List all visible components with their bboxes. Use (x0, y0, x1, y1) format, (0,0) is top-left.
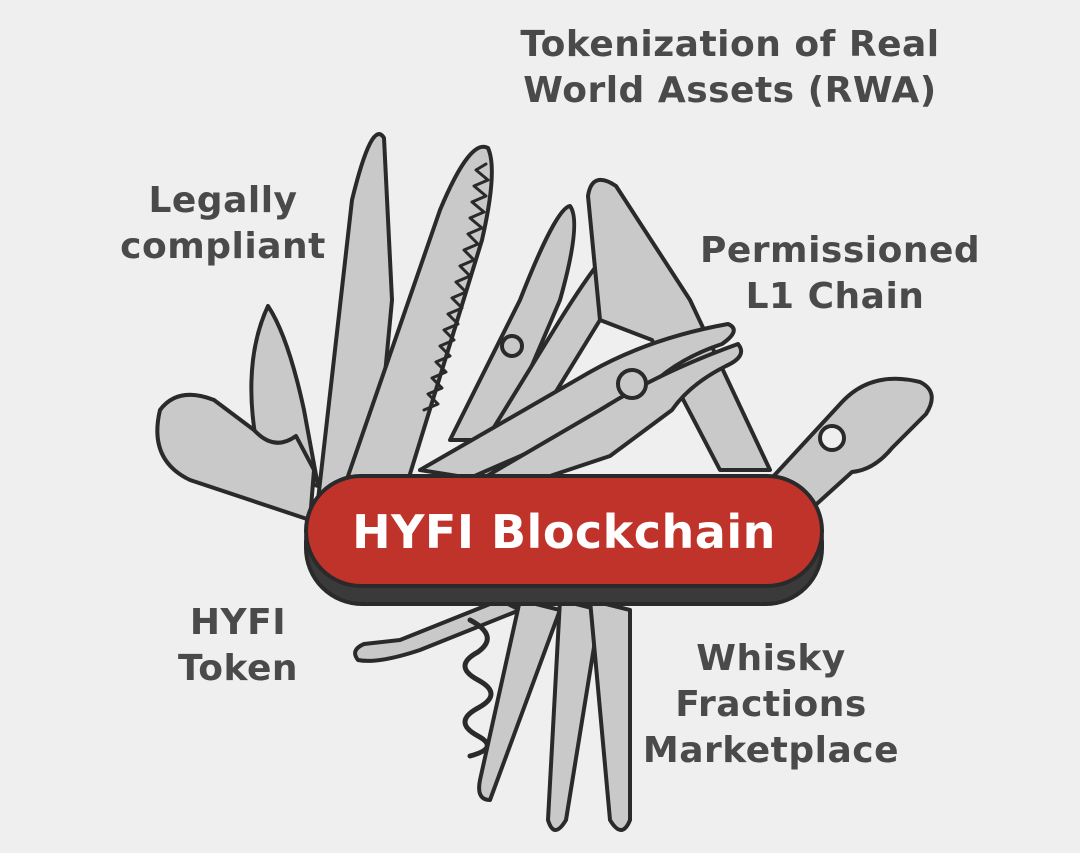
left-opener-tool (155, 392, 316, 522)
label-line: Permissioned (700, 230, 981, 271)
handle-body (304, 474, 824, 588)
label-permissioned-chain: Permissioned L1 Chain (700, 228, 981, 320)
label-line: Tokenization of Real (520, 24, 940, 65)
bottom-blade-1 (477, 598, 562, 802)
label-line: Whisky (696, 638, 846, 679)
label-hyfi-token: HYFI Token (168, 600, 308, 692)
label-line: HYFI (189, 602, 287, 643)
label-legally-compliant: Legally compliant (118, 178, 328, 270)
label-line: Token (177, 648, 299, 689)
right-blade (586, 177, 772, 472)
label-line: Legally (148, 180, 298, 221)
right-hook-tool (768, 376, 934, 512)
bottom-blade-3 (588, 598, 632, 832)
label-line: L1 Chain (745, 276, 925, 317)
label-line: Marketplace (642, 730, 900, 771)
label-line: World Assets (RWA) (523, 70, 937, 111)
saw-blade (336, 144, 494, 507)
scissors-blade-1 (448, 204, 577, 442)
label-line: compliant (120, 226, 326, 267)
label-tokenization-rwa: Tokenization of Real World Assets (RWA) (520, 22, 940, 114)
bottom-hook-tool (353, 598, 522, 663)
corkscrew (462, 617, 494, 759)
scissors-pivot (500, 334, 524, 358)
hook-hole (818, 424, 846, 452)
handle-title: HYFI Blockchain (352, 505, 776, 559)
bottom-blade-2 (546, 598, 602, 832)
pliers-pivot (616, 368, 648, 400)
saw-teeth (422, 162, 490, 412)
label-whisky-marketplace: Whisky Fractions Marketplace (636, 636, 906, 774)
label-line: Fractions (675, 684, 867, 725)
